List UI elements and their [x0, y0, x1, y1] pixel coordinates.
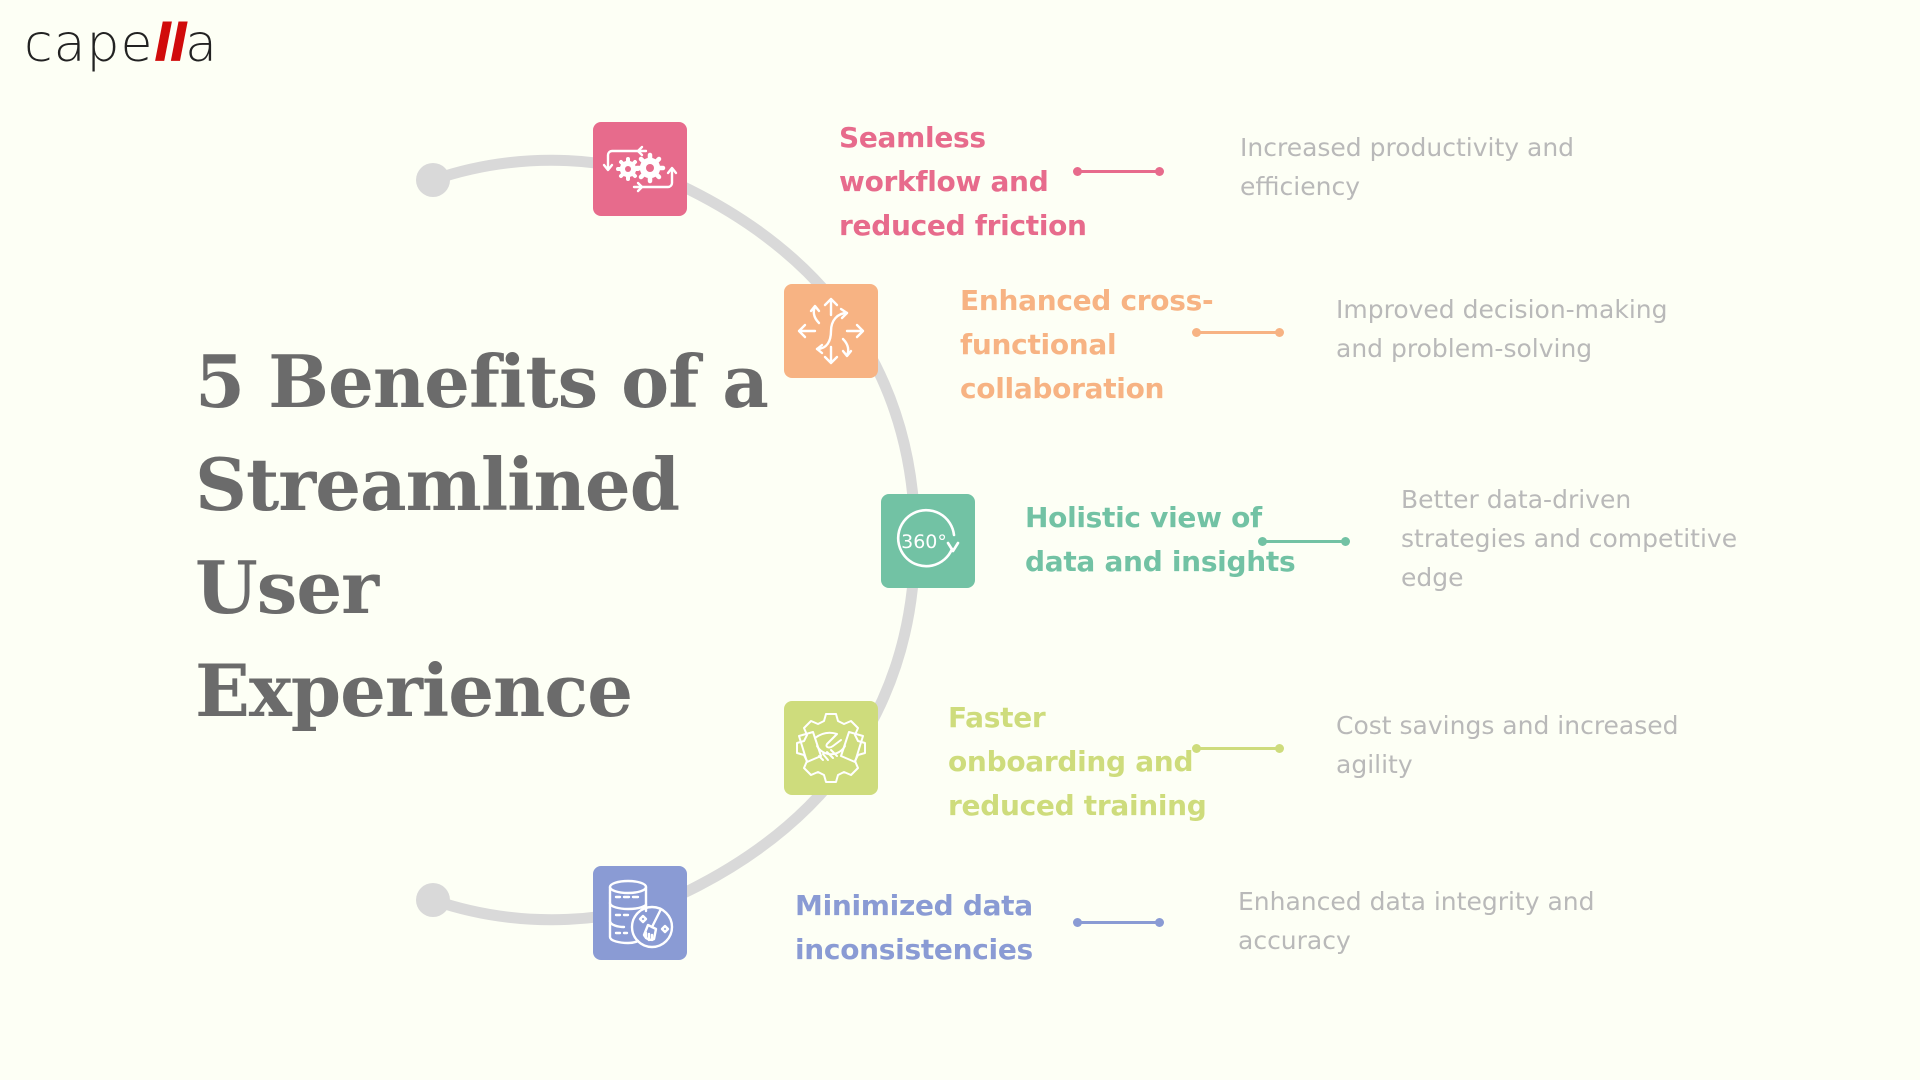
- benefit-3-connector: [1258, 537, 1350, 546]
- benefit-5-description: Enhanced data integrity and accuracy: [1238, 882, 1595, 960]
- benefit-3-description: Better data-driven strategies and compet…: [1401, 480, 1737, 597]
- benefit-4-connector: [1192, 744, 1284, 753]
- heading-line: reduced training: [948, 789, 1207, 822]
- description-line: Enhanced data integrity and: [1238, 887, 1595, 916]
- title-line: User: [195, 545, 379, 630]
- benefit-3-icon-tile: 360°: [881, 494, 975, 588]
- svg-text:360°: 360°: [901, 531, 947, 553]
- gears-cycle-icon: [602, 145, 678, 193]
- benefit-1-description: Increased productivity and efficiency: [1240, 128, 1574, 206]
- database-clean-icon: [608, 879, 674, 949]
- 360-view-icon: 360°: [896, 508, 960, 568]
- description-line: agility: [1336, 750, 1413, 779]
- heading-line: workflow and: [839, 165, 1049, 198]
- benefit-5-heading: Minimized data inconsistencies: [795, 884, 1033, 972]
- description-line: accuracy: [1238, 926, 1351, 955]
- capella-logo: capella: [24, 14, 218, 74]
- description-line: and problem-solving: [1336, 334, 1593, 363]
- benefit-4-heading: Faster onboarding and reduced training: [948, 696, 1207, 828]
- benefit-1-heading: Seamless workflow and reduced friction: [839, 116, 1087, 248]
- arc-end-dot: [416, 883, 450, 917]
- description-line: efficiency: [1240, 172, 1361, 201]
- heading-line: Holistic view of: [1025, 501, 1262, 534]
- description-line: Improved decision-making: [1336, 295, 1668, 324]
- heading-line: reduced friction: [839, 209, 1087, 242]
- heading-line: Minimized data: [795, 889, 1033, 922]
- logo-text-prefix: cape: [24, 14, 154, 74]
- handshake-gear-icon: [796, 713, 866, 783]
- description-line: strategies and competitive: [1401, 524, 1738, 553]
- benefit-3-heading: Holistic view of data and insights: [1025, 496, 1296, 584]
- heading-line: data and insights: [1025, 545, 1296, 578]
- benefit-5-icon-tile: [593, 866, 687, 960]
- logo-text-suffix: a: [185, 14, 218, 74]
- description-line: edge: [1401, 563, 1464, 592]
- arrows-collaboration-icon: [797, 297, 865, 365]
- benefit-1-connector: [1073, 167, 1164, 176]
- arc-start-dot: [416, 163, 450, 197]
- page-title: 5 Benefits of a Streamlined User Experie…: [195, 330, 769, 742]
- title-line: 5 Benefits of a: [195, 339, 769, 424]
- logo-text-highlight: ll: [153, 14, 187, 74]
- title-line: Streamlined: [195, 442, 680, 527]
- description-line: Better data-driven: [1401, 485, 1632, 514]
- benefit-4-description: Cost savings and increased agility: [1336, 706, 1679, 784]
- heading-line: functional: [960, 328, 1117, 361]
- benefit-2-connector: [1192, 328, 1284, 337]
- heading-line: onboarding and: [948, 745, 1194, 778]
- benefit-2-icon-tile: [784, 284, 878, 378]
- benefit-1-icon-tile: [593, 122, 687, 216]
- heading-line: Enhanced cross-: [960, 284, 1214, 317]
- description-line: Increased productivity and: [1240, 133, 1575, 162]
- benefit-4-icon-tile: [784, 701, 878, 795]
- benefit-2-heading: Enhanced cross- functional collaboration: [960, 279, 1214, 411]
- heading-line: Faster: [948, 701, 1046, 734]
- heading-line: collaboration: [960, 372, 1165, 405]
- title-line: Experience: [195, 648, 633, 733]
- benefit-5-connector: [1073, 918, 1164, 927]
- heading-line: Seamless: [839, 121, 986, 154]
- benefit-2-description: Improved decision-making and problem-sol…: [1336, 290, 1668, 368]
- heading-line: inconsistencies: [795, 933, 1033, 966]
- description-line: Cost savings and increased: [1336, 711, 1679, 740]
